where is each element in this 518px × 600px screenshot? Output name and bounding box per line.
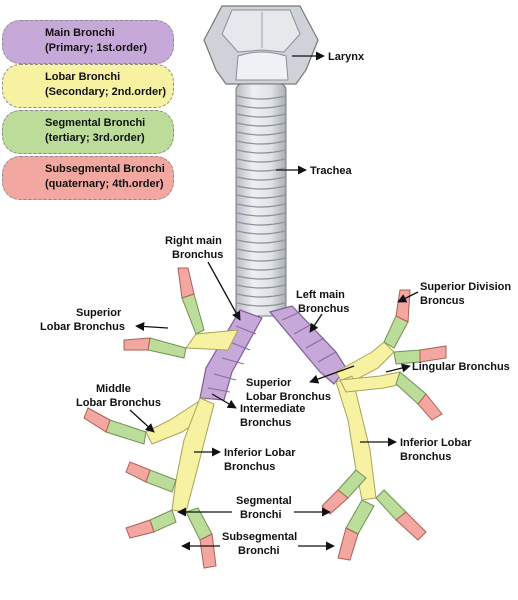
larynx-illustration — [203, 5, 319, 85]
svg-text:Right main: Right main — [165, 235, 222, 247]
label-lingular-bronchus: Lingular Bronchus — [385, 361, 510, 373]
label-right-main-bronchus: Right main Bronchus — [165, 235, 241, 321]
trachea-illustration — [235, 83, 287, 317]
trachea-ring — [236, 185, 286, 190]
trachea-ring — [236, 230, 286, 235]
svg-text:Superior Division: Superior Division — [420, 281, 511, 293]
trachea-ring — [236, 131, 286, 136]
label-trachea: Trachea — [276, 165, 352, 177]
legend-item-lobar-bronchi: Lobar Bronchi (Secondary; 2nd.order) — [2, 64, 174, 108]
trachea-ring — [236, 95, 286, 100]
trachea-ring — [236, 113, 286, 118]
trachea-ring — [236, 203, 286, 208]
svg-text:Lobar Bronchus: Lobar Bronchus — [76, 397, 161, 409]
label-larynx: Larynx — [292, 51, 365, 63]
trachea-ring — [236, 140, 286, 145]
svg-text:Superior: Superior — [246, 377, 292, 389]
label-superior-lobar-bronchus-left: Superior Lobar Bronchus — [246, 365, 355, 403]
trachea-ring — [236, 167, 286, 172]
label-segmental-bronchi: Segmental Bronchi — [177, 495, 331, 521]
trachea-ring — [236, 149, 286, 154]
svg-text:Lobar Bronchus: Lobar Bronchus — [40, 321, 125, 333]
svg-text:Inferior Lobar: Inferior Lobar — [224, 447, 296, 459]
segmental-bronchi-shapes — [105, 293, 427, 541]
svg-text:Bronchus: Bronchus — [298, 303, 349, 315]
trachea-ring — [236, 122, 286, 127]
svg-text:Bronchus: Bronchus — [172, 249, 223, 261]
legend-subsegmental-bronchi-title: Subsegmental Bronchi — [45, 163, 165, 175]
trachea-ring — [236, 221, 286, 226]
legend-segmental-bronchi-order: (tertiary; 3rd.order) — [45, 132, 145, 144]
legend-main-bronchi-title: Main Bronchi — [45, 27, 115, 39]
label-inferior-lobar-bronchus-right: Inferior Lobar Bronchus — [194, 447, 296, 473]
svg-text:Segmental: Segmental — [236, 495, 292, 507]
trachea-ring — [236, 158, 286, 163]
label-inferior-lobar-bronchus-left: Inferior Lobar Bronchus — [360, 437, 472, 463]
legend-segmental-bronchi-title: Segmental Bronchi — [45, 117, 146, 129]
trachea-ring — [236, 275, 286, 280]
svg-text:Lingular Bronchus: Lingular Bronchus — [412, 361, 510, 373]
svg-text:Subsegmental: Subsegmental — [222, 531, 297, 543]
svg-text:Bronchi: Bronchi — [240, 509, 282, 521]
svg-text:Bronchus: Bronchus — [240, 417, 291, 429]
label-superior-division-broncus: Superior Division Broncus — [397, 281, 511, 307]
svg-text:Inferior Lobar: Inferior Lobar — [400, 437, 472, 449]
label-superior-lobar-bronchus-right: Superior Lobar Bronchus — [40, 307, 169, 333]
legend-lobar-bronchi-title: Lobar Bronchi — [45, 71, 121, 83]
subsegmental-bronchi-shapes — [83, 267, 447, 569]
svg-text:Lobar Bronchus: Lobar Bronchus — [246, 391, 331, 403]
trachea-ring — [236, 257, 286, 262]
label-subsegmental-bronchi: Subsegmental Bronchi — [181, 531, 335, 557]
trachea-ring — [236, 293, 286, 298]
svg-text:Intermediate: Intermediate — [240, 403, 305, 415]
svg-text:Larynx: Larynx — [328, 51, 365, 63]
trachea-ring — [236, 176, 286, 181]
svg-text:Left main: Left main — [296, 289, 345, 301]
lobar-bronchi-shapes — [145, 329, 403, 513]
trachea-ring — [236, 239, 286, 244]
svg-text:Trachea: Trachea — [310, 165, 352, 177]
svg-text:Bronchus: Bronchus — [224, 461, 275, 473]
legend-item-subsegmental-bronchi: Subsegmental Bronchi (quaternary; 4th.or… — [2, 156, 174, 200]
legend-lobar-bronchi-order: (Secondary; 2nd.order) — [45, 86, 167, 98]
svg-text:Broncus: Broncus — [420, 295, 465, 307]
trachea-ring — [236, 194, 286, 199]
legend-subsegmental-bronchi-order: (quaternary; 4th.order) — [45, 178, 164, 190]
legend-item-main-bronchi: Main Bronchi (Primary; 1st.order) — [2, 20, 174, 64]
trachea-ring — [236, 104, 286, 109]
svg-text:Bronchi: Bronchi — [238, 545, 280, 557]
trachea-ring — [236, 248, 286, 253]
legend-item-segmental-bronchi: Segmental Bronchi (tertiary; 3rd.order) — [2, 110, 174, 154]
label-left-main-bronchus: Left main Bronchus — [296, 289, 349, 333]
svg-text:Middle: Middle — [96, 383, 131, 395]
trachea-ring — [236, 266, 286, 271]
trachea-ring — [236, 284, 286, 289]
left-main-bronchus-shape — [268, 305, 347, 385]
legend-main-bronchi-order: (Primary; 1st.order) — [45, 42, 148, 54]
label-intermediate-bronchus: Intermediate Bronchus — [211, 393, 305, 429]
svg-text:Superior: Superior — [76, 307, 122, 319]
trachea-ring — [236, 302, 286, 307]
svg-text:Bronchus: Bronchus — [400, 451, 451, 463]
label-middle-lobar-bronchus: Middle Lobar Bronchus — [76, 383, 161, 433]
right-main-bronchus-shape — [199, 309, 263, 401]
trachea-ring — [236, 212, 286, 217]
